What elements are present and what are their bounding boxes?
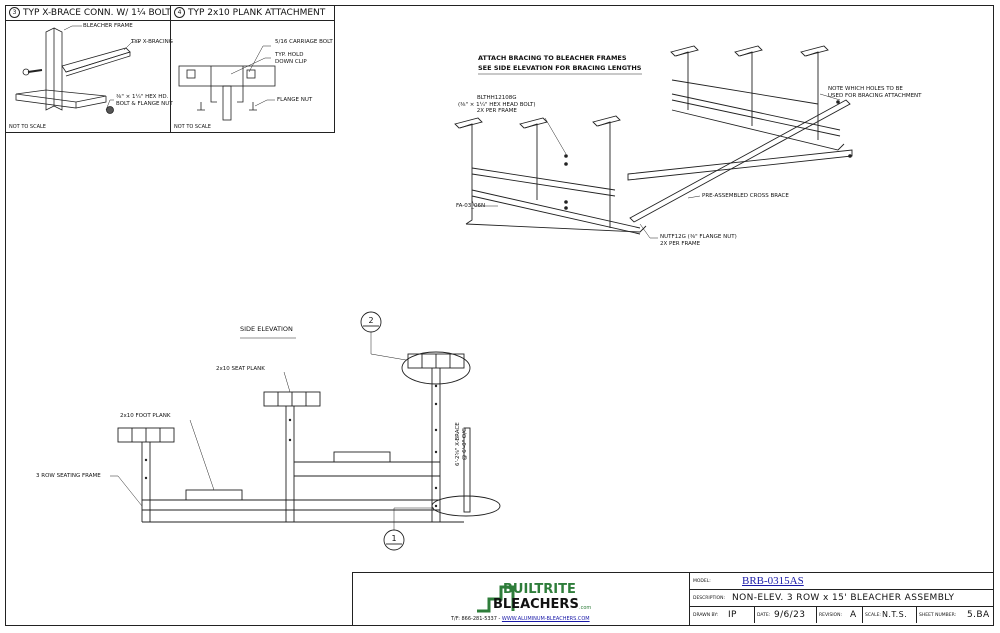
logo-area: BUILTRITE BLEACHERS .com T/F: 866-281-53… — [353, 573, 690, 625]
holes-note: NOTE WHICH HOLES TO BE USED FOR BRACING … — [828, 86, 922, 99]
sheet-number-label: SHEET NUMBER: — [919, 613, 957, 618]
scale-cell: SCALE: N.T.S. — [862, 607, 917, 623]
not-to-scale-note: NOT TO SCALE — [9, 124, 46, 130]
detail-number: 3 — [9, 7, 20, 18]
side-elevation-title: SIDE ELEVATION — [240, 325, 293, 333]
seat-plank-label: 2x10 SEAT PLANK — [216, 366, 265, 372]
date-label: DATE: — [757, 613, 771, 618]
hold-down-clip-label: TYP. HOLD DOWN CLIP — [275, 52, 307, 65]
description-value: NON-ELEV. 3 ROW x 15' BLEACHER ASSEMBLY — [732, 593, 955, 603]
description-label: DESCRIPTION: — [693, 596, 725, 601]
bolt-callout: BLTHH12108G (⅜" × 1¼" HEX HEAD BOLT) 2X … — [458, 95, 536, 114]
scale-value: N.T.S. — [882, 610, 908, 619]
website-link[interactable]: WWW.ALUMINUM-BLEACHERS.COM — [501, 616, 590, 622]
contact-line: T/F: 866-281-5337 - WWW.ALUMINUM-BLEACHE… — [451, 616, 590, 622]
x-bracing-label: TYP X-BRACING — [131, 39, 173, 45]
revision-label: REVISION: — [819, 613, 842, 618]
model-row: MODEL: BRB-0315AS — [690, 573, 994, 590]
drawn-by-label: DRAWN BY: — [693, 613, 718, 618]
iso-heading-line2: SEE SIDE ELEVATION FOR BRACING LENGTHS — [478, 64, 642, 72]
foot-plank-label: 2x10 FOOT PLANK — [120, 413, 171, 419]
detail-number: 4 — [174, 7, 185, 18]
callout-1: 1 — [391, 534, 397, 543]
hex-bolt-label: ⅜" × 1¼" HEX HD. BOLT & FLANGE NUT — [116, 94, 173, 107]
logo-line1: BUILTRITE — [503, 582, 576, 597]
title-block: BUILTRITE BLEACHERS .com T/F: 866-281-53… — [352, 572, 994, 626]
model-value[interactable]: BRB-0315AS — [742, 575, 804, 587]
cross-brace-label: PRE-ASSEMBLED CROSS BRACE — [702, 193, 789, 199]
date-cell: DATE: 9/6/23 — [754, 607, 817, 623]
logo-com: .com — [579, 605, 592, 611]
plank-attachment-drawing — [178, 45, 276, 121]
model-label: MODEL: — [693, 579, 711, 584]
revision-cell: REVISION: A — [816, 607, 863, 623]
xbrace-dimension-label: 6'-2⅝" X-BRACE @ 6'-0" O/C — [455, 422, 468, 466]
sheet-number-cell: SHEET NUMBER: 5.BA — [916, 607, 993, 623]
bleacher-frame-label: BLEACHER FRAME — [83, 23, 133, 29]
description-row: DESCRIPTION: NON-ELEV. 3 ROW x 15' BLEAC… — [690, 590, 994, 607]
seating-frame-label: 3 ROW SEATING FRAME — [36, 473, 101, 479]
frame-part-label: FA-03_06N — [456, 203, 486, 209]
builtrite-logo-icon — [477, 585, 515, 613]
sheet-number-value: 5.BA — [967, 610, 990, 620]
detail-title-text: TYP 2x10 PLANK ATTACHMENT — [188, 8, 326, 18]
drawn-by-value: IP — [728, 610, 737, 620]
iso-heading-line1: ATTACH BRACING TO BLEACHER FRAMES — [478, 54, 627, 62]
drawn-by-cell: DRAWN BY: IP — [690, 607, 755, 623]
carriage-bolt-label: 5/16 CARRIAGE BOLT — [275, 39, 333, 45]
info-row: DRAWN BY: IP DATE: 9/6/23 REVISION: A SC… — [690, 607, 994, 624]
flange-nut-callout: NUTF12G (⅜" FLANGE NUT) 2X PER FRAME — [660, 234, 737, 247]
contact-phone: T/F: 866-281-5337 - — [451, 616, 502, 622]
callout-2: 2 — [368, 316, 374, 325]
revision-value: A — [850, 610, 857, 620]
date-value: 9/6/23 — [774, 610, 806, 620]
flange-nut-label: FLANGE NUT — [277, 97, 313, 103]
logo-line2: BLEACHERS — [493, 597, 579, 612]
scale-label: SCALE: — [865, 613, 881, 618]
xbrace-connection-drawing — [15, 25, 140, 114]
not-to-scale-note: NOT TO SCALE — [174, 124, 211, 130]
detail-title-text: TYP X-BRACE CONN. W/ 1¼ BOLT — [23, 8, 170, 18]
